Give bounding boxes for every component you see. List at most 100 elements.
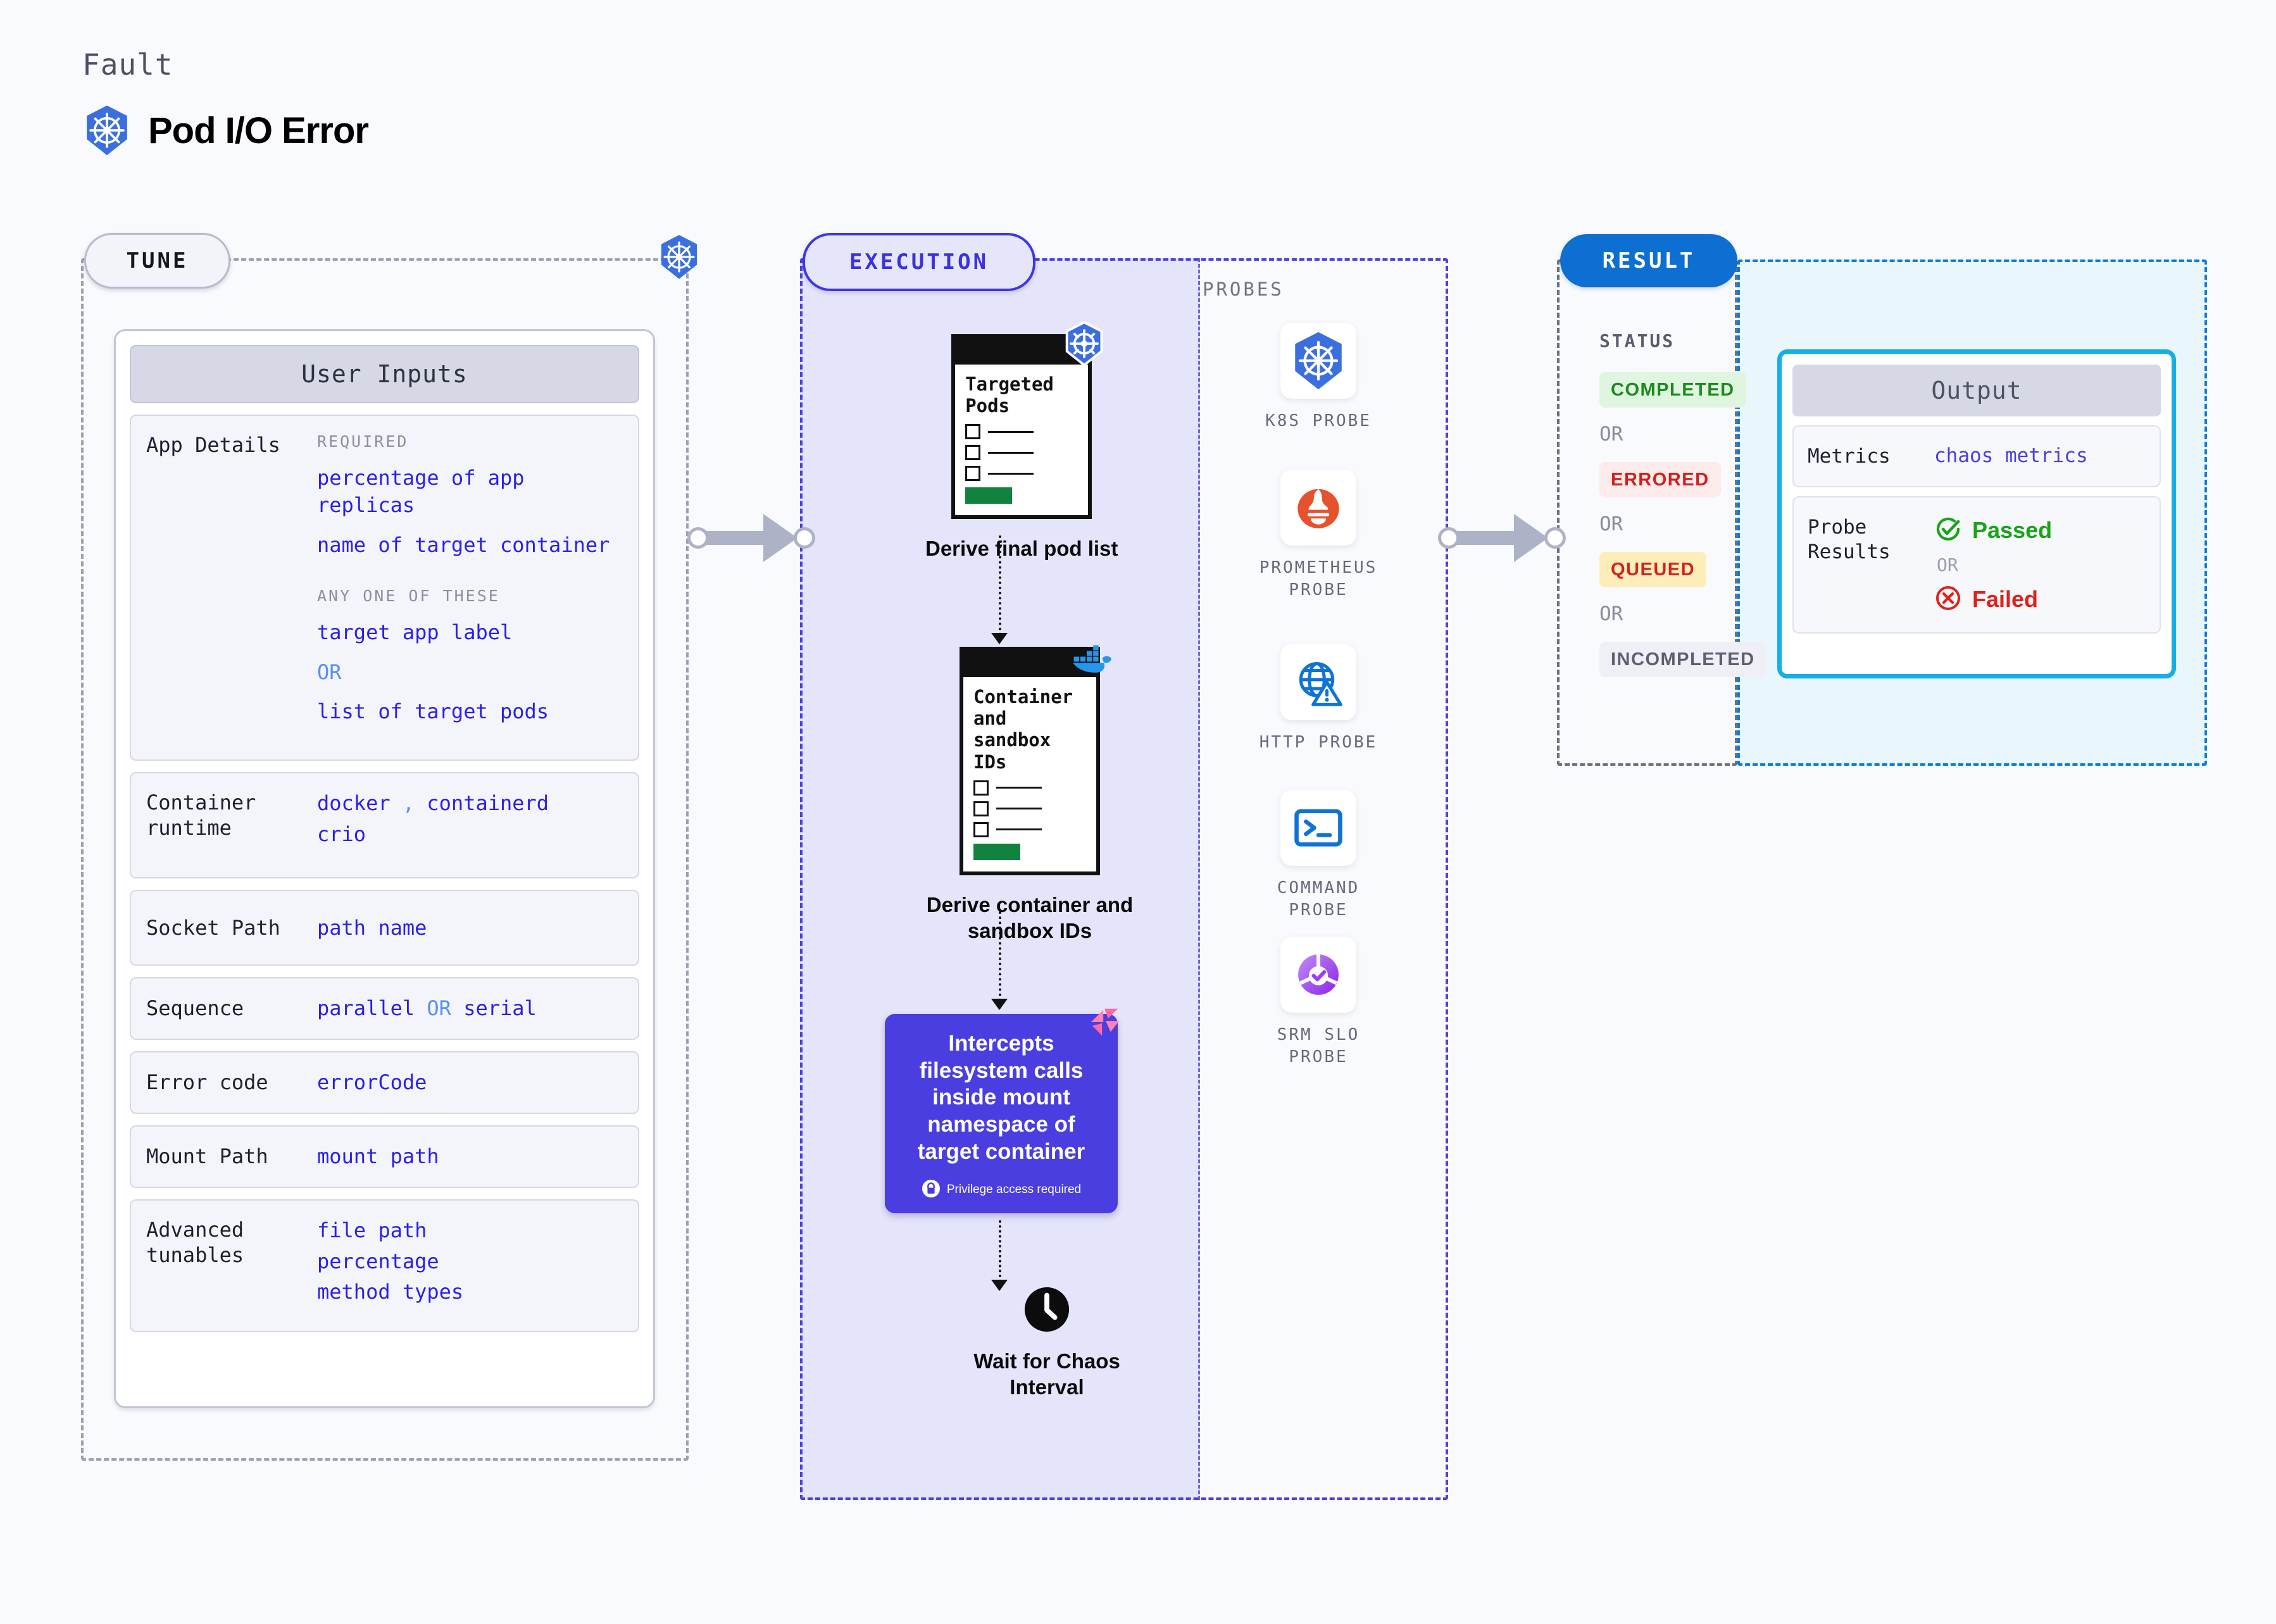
privilege-note-text: Privilege access required <box>946 1183 1082 1197</box>
tune-separator: , <box>402 791 415 816</box>
flow-arrow <box>991 1280 1008 1291</box>
status-or: OR <box>1599 513 1623 535</box>
tune-row-label: Sequence <box>146 996 244 1021</box>
probe-prometheus[interactable]: PROMETHEUS PROBE <box>1246 470 1391 601</box>
status-badge-completed: COMPLETED <box>1599 372 1746 408</box>
targeted-pods-card: Targeted Pods <box>951 321 1103 520</box>
node-caption: Derive final pod list <box>925 537 1118 561</box>
intercept-action-card: Intercepts filesystem calls inside mount… <box>885 1008 1120 1214</box>
card-title: Container and sandbox IDs <box>973 686 1073 773</box>
status-or: OR <box>1599 423 1623 446</box>
output-title: Output <box>1792 365 2161 416</box>
probe-result-passed: Passed <box>1934 515 2146 546</box>
tune-row-socket-path[interactable]: Socket Path path name <box>130 890 639 966</box>
flow-connector <box>999 535 1001 635</box>
fault-title-row: Pod I/O Error <box>84 104 369 156</box>
status-heading: STATUS <box>1599 330 1675 351</box>
tune-row-advanced-tunables[interactable]: Advanced tunables file path percentage m… <box>130 1199 639 1333</box>
user-inputs-card: User Inputs App Details REQUIRED percent… <box>114 329 655 1408</box>
progress-bar <box>965 487 1013 504</box>
tune-value: crio <box>317 822 366 847</box>
output-value: chaos metrics <box>1934 444 2088 468</box>
tune-value: serial <box>463 996 537 1020</box>
execution-probes-container <box>800 258 1448 1500</box>
connector-endpoint <box>1438 527 1460 549</box>
status-badge-queued: QUEUED <box>1599 552 1707 587</box>
tune-value: name of target container <box>317 532 610 557</box>
probe-command[interactable]: COMMAND PROBE <box>1246 790 1391 921</box>
probe-result-passed-text: Passed <box>1972 517 2053 543</box>
probe-srm-slo[interactable]: SRM SLO PROBE <box>1246 937 1391 1068</box>
globe-warning-icon <box>1280 644 1356 720</box>
status-or: OR <box>1599 603 1623 625</box>
output-label: Metrics <box>1808 444 1891 468</box>
user-inputs-title: User Inputs <box>130 345 639 403</box>
probe-label: K8S PROBE <box>1265 411 1372 430</box>
probe-label: PROMETHEUS PROBE <box>1259 558 1378 600</box>
tune-row-label: Advanced tunables <box>146 1217 244 1267</box>
clock-icon <box>1022 1285 1072 1337</box>
tune-value: containerd <box>427 791 549 816</box>
checkbox-icon <box>973 801 989 816</box>
intercept-text: Intercepts filesystem calls inside mount… <box>917 1031 1085 1164</box>
privilege-note: Privilege access required <box>896 1179 1106 1201</box>
flow-connector <box>999 1220 1001 1282</box>
connector-endpoint <box>1544 527 1566 549</box>
tune-row-label: Mount Path <box>146 1144 268 1169</box>
tune-row-label: App Details <box>146 433 280 457</box>
flow-arrow <box>991 633 1008 644</box>
terminal-icon <box>1280 790 1356 866</box>
probes-heading: PROBES <box>1203 278 1284 300</box>
stage-pill-result[interactable]: RESULT <box>1560 234 1737 287</box>
output-label: Probe Results <box>1808 516 1891 563</box>
flow-arrow <box>991 999 1008 1010</box>
stage-pill-execution[interactable]: EXECUTION <box>803 233 1035 291</box>
probe-result-failed: Failed <box>1934 584 2146 615</box>
tune-value: percentage <box>317 1249 439 1273</box>
output-card: Output Metrics chaos metrics Probe Resul… <box>1777 349 2176 678</box>
anyone-heading: ANY ONE OF THESE <box>317 586 500 605</box>
tune-row-container-runtime[interactable]: Container runtime docker , containerd cr… <box>130 772 639 878</box>
output-row-probe-results: Probe Results Passed OR <box>1792 496 2161 634</box>
tune-row-error-code[interactable]: Error code errorCode <box>130 1051 639 1114</box>
required-heading: REQUIRED <box>317 432 409 451</box>
tune-row-mount-path[interactable]: Mount Path mount path <box>130 1125 639 1188</box>
check-circle-icon <box>1934 515 1962 546</box>
checkbox-icon <box>973 821 989 837</box>
page-title: Pod I/O Error <box>148 109 369 151</box>
probe-label: SRM SLO PROBE <box>1277 1025 1360 1067</box>
fault-kicker: Fault <box>82 47 173 82</box>
tune-value: method types <box>317 1280 464 1304</box>
output-row-metrics: Metrics chaos metrics <box>1792 425 2161 487</box>
tune-value: path name <box>317 915 427 940</box>
docker-icon <box>1070 640 1115 678</box>
kubernetes-icon <box>84 104 130 156</box>
tune-value: errorCode <box>317 1070 427 1094</box>
checkbox-icon <box>965 445 981 461</box>
tune-value: file path <box>317 1218 427 1242</box>
tune-row-sequence[interactable]: Sequence parallel OR serial <box>130 977 639 1040</box>
progress-bar <box>973 843 1020 860</box>
tune-row-app-details[interactable]: App Details REQUIRED percentage of app r… <box>130 415 639 761</box>
connector-endpoint <box>687 527 709 549</box>
tune-value: parallel <box>317 996 415 1020</box>
checkbox-icon <box>973 780 989 796</box>
status-badge-incompleted: INCOMPLETED <box>1599 642 1766 677</box>
connector-execution-to-result <box>1438 514 1566 562</box>
execution-node-container-ids: Container and sandbox IDs Derive contain… <box>925 645 1134 944</box>
node-caption: Wait for Chaos Interval <box>973 1349 1120 1399</box>
x-circle-icon <box>1934 584 1962 615</box>
tune-value: target app label <box>317 620 513 644</box>
stage-pill-tune[interactable]: TUNE <box>84 233 230 289</box>
probe-result-or: OR <box>1937 554 1958 575</box>
probe-k8s[interactable]: K8S PROBE <box>1246 323 1391 432</box>
tune-value: docker <box>317 791 391 816</box>
tune-row-label: Socket Path <box>146 916 280 940</box>
tune-value: mount path <box>317 1144 439 1168</box>
connector-tune-to-execution <box>687 514 815 562</box>
checkbox-icon <box>965 466 981 482</box>
wait-node: Wait for Chaos Interval <box>952 1285 1142 1401</box>
execution-node-targeted-pods: Targeted Pods Derive final pod lis <box>925 321 1118 562</box>
probe-http[interactable]: HTTP PROBE <box>1246 644 1391 754</box>
kubernetes-icon <box>658 234 700 282</box>
